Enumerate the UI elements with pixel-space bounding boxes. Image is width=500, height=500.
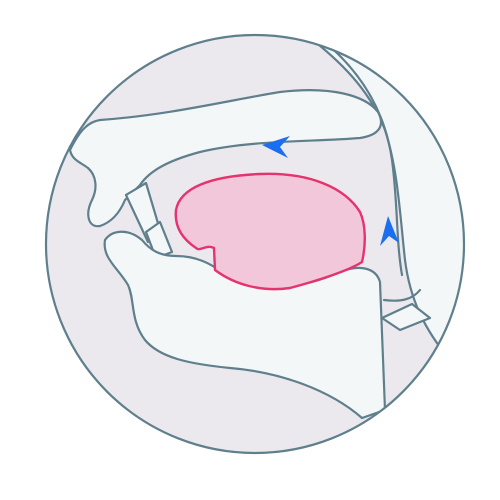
arrowhead-up-icon xyxy=(380,216,399,246)
mandible xyxy=(103,230,387,420)
lower-vertebral-line xyxy=(382,288,422,302)
hyoid-bone xyxy=(380,302,432,332)
arrowhead-left-icon xyxy=(262,136,290,158)
hard-palate xyxy=(68,89,383,228)
view-circle-rim xyxy=(44,33,466,455)
posterior-wall-inner-line xyxy=(318,36,404,277)
tongue xyxy=(174,172,366,291)
